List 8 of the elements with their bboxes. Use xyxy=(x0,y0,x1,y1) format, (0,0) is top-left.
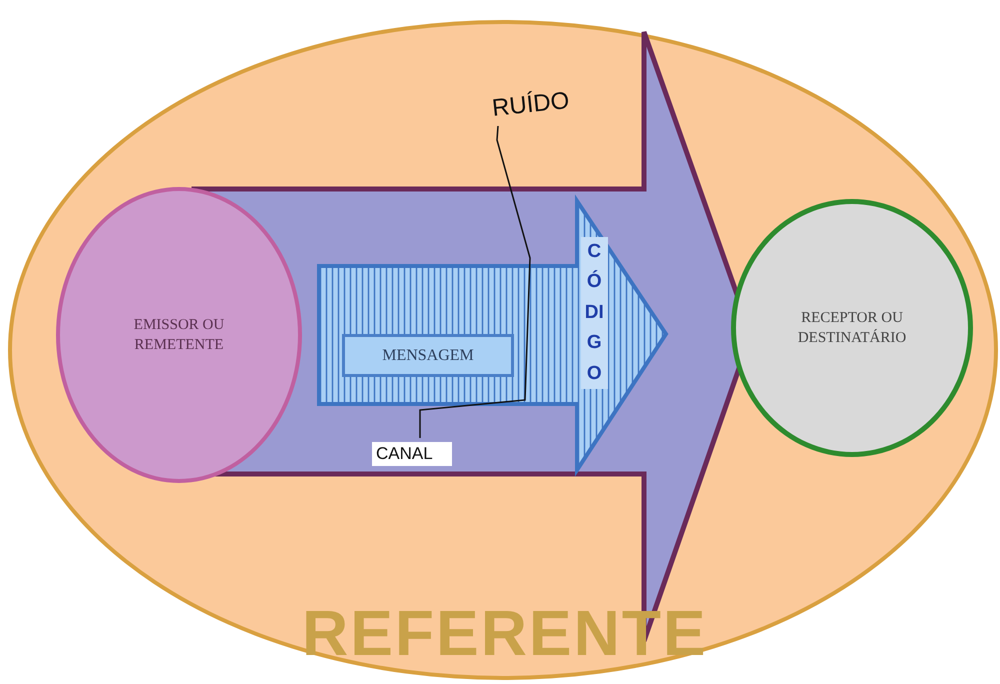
vertical-label: CÓDIGO xyxy=(581,237,608,389)
zigzag-line xyxy=(419,126,531,438)
channel-label: CANAL xyxy=(372,442,452,466)
noise-label: RUÍDO xyxy=(490,86,572,123)
ellipse-title: REFERENTE xyxy=(302,596,708,670)
node-label: EMISSOR OU REMETENTE xyxy=(132,316,226,355)
node-label: RECEPTOR OU DESTINATÁRIO xyxy=(796,308,908,348)
message-box: MENSAGEM xyxy=(342,334,514,377)
